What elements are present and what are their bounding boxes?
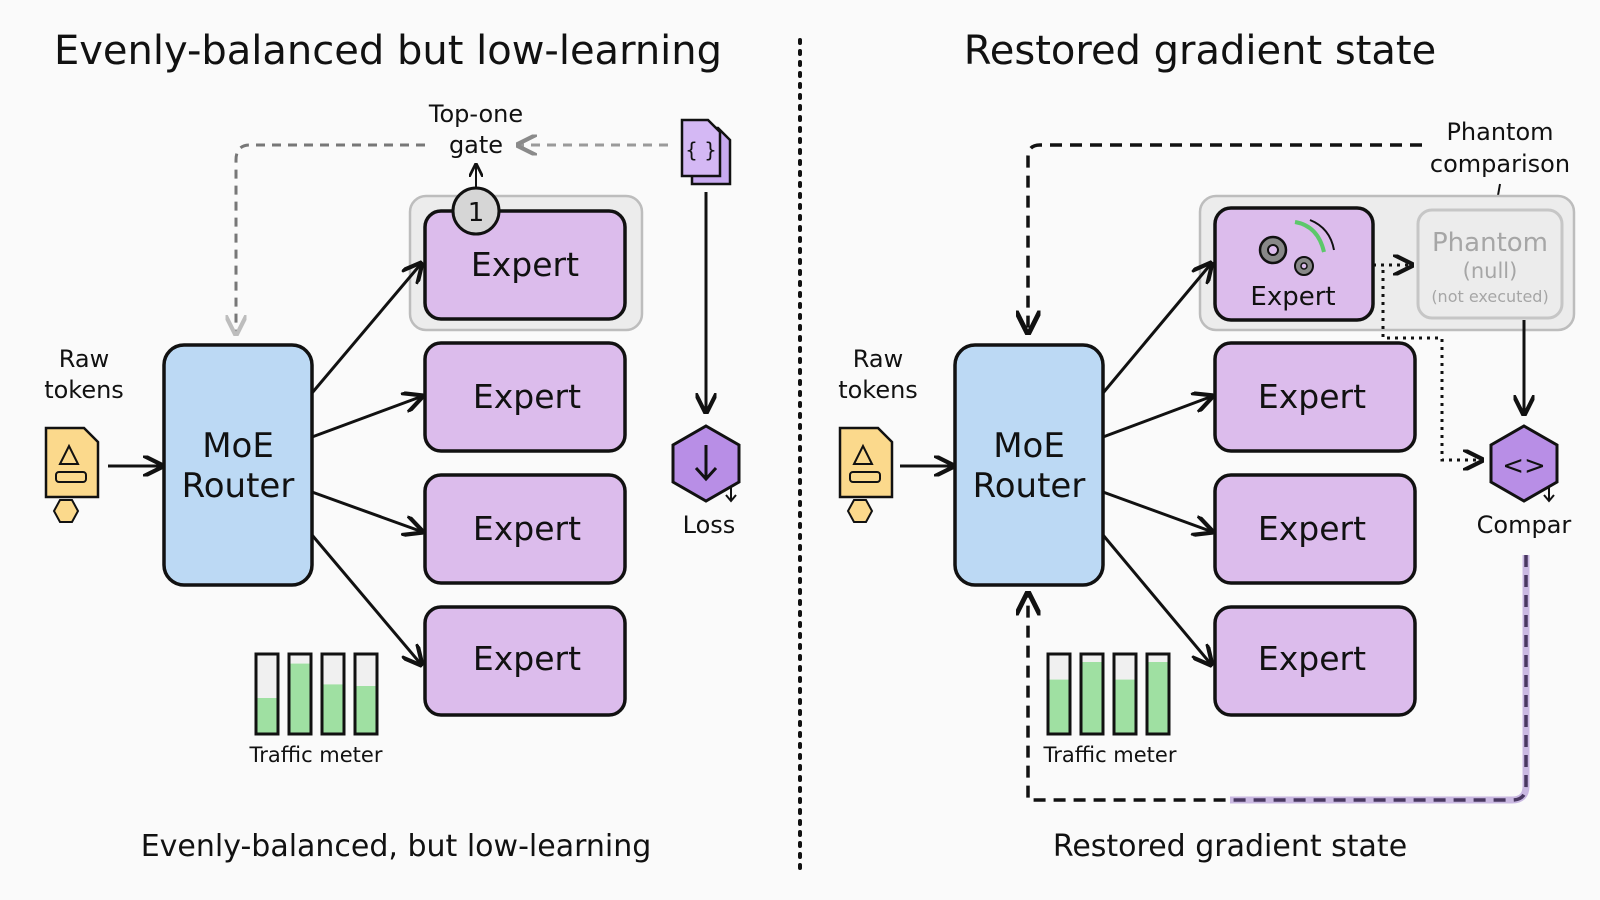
router-expert-arrow xyxy=(311,397,420,439)
router-expert-arrow xyxy=(310,534,420,663)
moe-router: MoE Router xyxy=(162,343,314,587)
gate-badge-text: 1 xyxy=(468,198,485,228)
code-icon-text: { } xyxy=(685,138,717,162)
left-title: Evenly-balanced but low-learning xyxy=(54,28,722,74)
loss-label: Loss xyxy=(683,511,736,539)
raw-tokens-label-line1: Raw xyxy=(853,345,903,373)
phantom-null-box: Phantom (null) (not executed) xyxy=(1416,208,1564,320)
router-expert-arrow xyxy=(1102,397,1210,439)
active-expert-label: Expert xyxy=(1250,282,1335,312)
traffic-meter-bar xyxy=(1079,652,1105,736)
expert-label: Expert xyxy=(471,245,579,284)
traffic-meter xyxy=(254,652,379,736)
traffic-meter-bar xyxy=(1046,652,1072,736)
expert-box: Expert xyxy=(1213,605,1417,717)
raw-tokens-document-icon xyxy=(838,426,894,523)
active-expert-box: Expert xyxy=(1213,206,1375,322)
traffic-meter-label: Traffic meter xyxy=(1043,743,1177,767)
compare-label: Compar xyxy=(1477,511,1572,539)
router-expert-arrow xyxy=(311,490,420,531)
expert-label: Expert xyxy=(1258,509,1366,548)
raw-tokens-label-line2: tokens xyxy=(44,376,124,404)
traffic-meter-bar xyxy=(320,652,346,736)
router-label-line2: Router xyxy=(182,466,295,506)
moe-router: MoE Router xyxy=(953,343,1105,587)
compare-feedback-path xyxy=(1028,555,1528,802)
gate-label-line2: gate xyxy=(449,131,503,159)
phantom-box-null: (null) xyxy=(1463,259,1518,283)
router-expert-arrow xyxy=(310,265,420,394)
expert-label: Expert xyxy=(1258,377,1366,416)
router-expert-arrow xyxy=(1101,534,1210,663)
raw-tokens-label-line1: Raw xyxy=(59,345,109,373)
expert-label: Expert xyxy=(473,377,581,416)
left-caption: Evenly-balanced, but low-learning xyxy=(141,829,652,864)
traffic-meter-bar xyxy=(353,652,379,736)
compare-feedback-purple-overlay xyxy=(1230,555,1530,804)
phantom-comparison-label-line1: Phantom xyxy=(1446,118,1553,146)
right-title: Restored gradient state xyxy=(964,28,1436,74)
expert-box: Expert xyxy=(1213,341,1417,453)
phantom-box-note: (not executed) xyxy=(1431,287,1548,306)
right-caption: Restored gradient state xyxy=(1053,829,1407,864)
router-expert-arrow xyxy=(1101,265,1210,394)
expert-box: Expert xyxy=(1213,473,1417,585)
gate-badge: 1 xyxy=(451,186,501,236)
phantom-feedback-path xyxy=(1028,143,1422,330)
expert-box: Expert xyxy=(423,341,627,453)
phantom-comparison-label-line2: comparison xyxy=(1430,150,1570,178)
expert-box: Expert xyxy=(423,209,627,321)
router-expert-arrow xyxy=(1102,490,1210,531)
loss-hexagon xyxy=(671,424,741,503)
raw-tokens-label-line2: tokens xyxy=(838,376,918,404)
expert-label: Expert xyxy=(1258,639,1366,678)
router-label-line2: Router xyxy=(973,466,1086,506)
traffic-meter-bar xyxy=(287,652,313,736)
right-panel: Restored gradient state Phantom comparis… xyxy=(838,28,1576,864)
gate-label-line1: Top-one xyxy=(428,100,523,128)
expert-label: Expert xyxy=(473,639,581,678)
router-label-line1: MoE xyxy=(202,426,274,466)
phantom-box-title: Phantom xyxy=(1432,228,1548,258)
compare-icon-text: <> xyxy=(1502,451,1546,481)
raw-tokens-document-icon xyxy=(44,426,100,523)
router-label-line1: MoE xyxy=(993,426,1065,466)
router-gate-line xyxy=(236,143,425,332)
traffic-meter-bar xyxy=(254,652,280,736)
compare-hexagon: <> xyxy=(1489,424,1559,503)
left-panel: Evenly-balanced but low-learning Top-one… xyxy=(44,28,741,864)
traffic-meter-bar xyxy=(1112,652,1138,736)
traffic-meter-bar xyxy=(1145,652,1171,736)
expert-box: Expert xyxy=(423,473,627,585)
traffic-meter xyxy=(1046,652,1171,736)
expert-box: Expert xyxy=(423,605,627,717)
expert-label: Expert xyxy=(473,509,581,548)
traffic-meter-label: Traffic meter xyxy=(249,743,383,767)
code-document-icon: { } xyxy=(680,118,732,186)
gear-icon xyxy=(1258,219,1335,276)
